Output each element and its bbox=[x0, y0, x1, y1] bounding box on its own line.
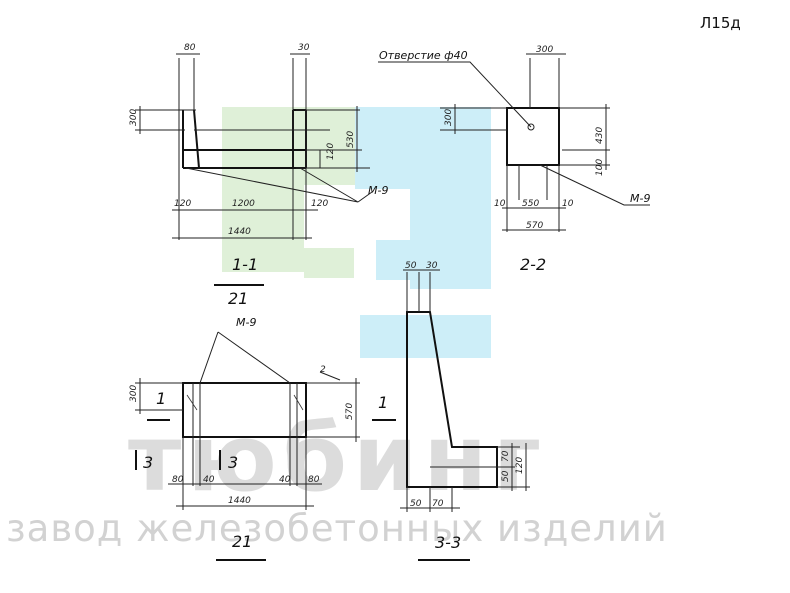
dim-33-bottom-right: 70 bbox=[432, 499, 444, 509]
dim-plan-b4: 80 bbox=[308, 475, 320, 485]
dim-plan-right-small: 2 bbox=[320, 365, 326, 375]
dim-33-top-right: 30 bbox=[426, 261, 438, 271]
watermark-blue-block bbox=[410, 189, 491, 289]
watermark-blue-block bbox=[355, 107, 491, 189]
dim-plan-total: 1440 bbox=[228, 496, 251, 506]
dim-33-right-120: 120 bbox=[515, 457, 525, 474]
dim-11-bottom-right: 120 bbox=[311, 199, 328, 209]
section-title-1-1: 1-1 bbox=[232, 255, 258, 274]
watermark-subtitle: завод железобетонных изделий bbox=[6, 507, 668, 550]
dim-22-top: 300 bbox=[536, 45, 553, 55]
cut-marker-1-right: 1 bbox=[378, 393, 388, 412]
dim-33-right-70: 70 bbox=[501, 450, 511, 462]
dim-22-bottom-right: 10 bbox=[562, 199, 574, 209]
dim-plan-right-height: 570 bbox=[345, 403, 355, 420]
dim-11-bottom-mid: 1200 bbox=[232, 199, 255, 209]
dim-22-bottom-mid: 550 bbox=[522, 199, 539, 209]
cut-marker-3-mid: 3 bbox=[228, 453, 238, 472]
section-1-1: 300 530 120 80 30 120 1200 120 1440 М-9 … bbox=[129, 43, 388, 308]
dim-11-total: 1440 bbox=[228, 227, 251, 237]
section-title-3-3: 3-3 bbox=[435, 533, 461, 552]
dim-22-bottom-left: 10 bbox=[494, 199, 506, 209]
section-2-2: 300 300 430 100 Отверстие ф40 10 550 10 … bbox=[378, 45, 650, 274]
sheet-ref-plan: 21 bbox=[232, 532, 252, 551]
watermark-blue-block bbox=[360, 315, 491, 358]
dim-plan-b2: 40 bbox=[203, 475, 215, 485]
section-title-2-2: 2-2 bbox=[520, 255, 546, 274]
cut-marker-1-left: 1 bbox=[156, 389, 166, 408]
label-m9-plan: М-9 bbox=[236, 316, 256, 329]
section-3-3: 50 30 70 50 120 50 70 3-3 bbox=[400, 261, 530, 561]
dim-11-top-right: 30 bbox=[298, 43, 310, 53]
dim-plan-b1: 80 bbox=[172, 475, 184, 485]
watermark-brand: тюбинг bbox=[128, 405, 547, 512]
cut-marker-3-left: 3 bbox=[143, 453, 153, 472]
watermark-green-block bbox=[304, 248, 354, 278]
label-m9-right: М-9 bbox=[630, 192, 650, 205]
dim-11-bottom-left: 120 bbox=[174, 199, 191, 209]
label-hole: Отверстие ф40 bbox=[379, 49, 468, 62]
dim-11-right-height: 530 bbox=[346, 131, 356, 148]
plan-view: М-9 300 1 2 570 1 3 3 80 40 40 80 1440 2… bbox=[129, 316, 396, 561]
dim-22-right-small: 100 bbox=[595, 159, 605, 176]
dim-plan-b3: 40 bbox=[279, 475, 291, 485]
watermark-blue-block bbox=[376, 240, 410, 280]
dim-22-left-height: 300 bbox=[444, 109, 454, 126]
dim-11-left-height: 300 bbox=[129, 109, 139, 126]
dim-11-right-small: 120 bbox=[326, 143, 336, 160]
label-m9-top: М-9 bbox=[368, 184, 388, 197]
dim-33-bottom-left: 50 bbox=[410, 499, 422, 509]
watermark-logo bbox=[222, 107, 491, 358]
dim-33-top-left: 50 bbox=[405, 261, 417, 271]
hole-circle bbox=[527, 123, 535, 131]
dim-plan-left-height: 300 bbox=[129, 385, 139, 402]
watermark-green-block bbox=[222, 107, 304, 272]
sheet-ref-1-1: 21 bbox=[228, 289, 248, 308]
sheet-code: Л15д bbox=[700, 14, 741, 32]
dim-22-total: 570 bbox=[526, 221, 543, 231]
dim-22-right-height: 430 bbox=[595, 127, 605, 144]
dim-33-right-50: 50 bbox=[501, 470, 511, 482]
dim-11-top-left: 80 bbox=[184, 43, 196, 53]
